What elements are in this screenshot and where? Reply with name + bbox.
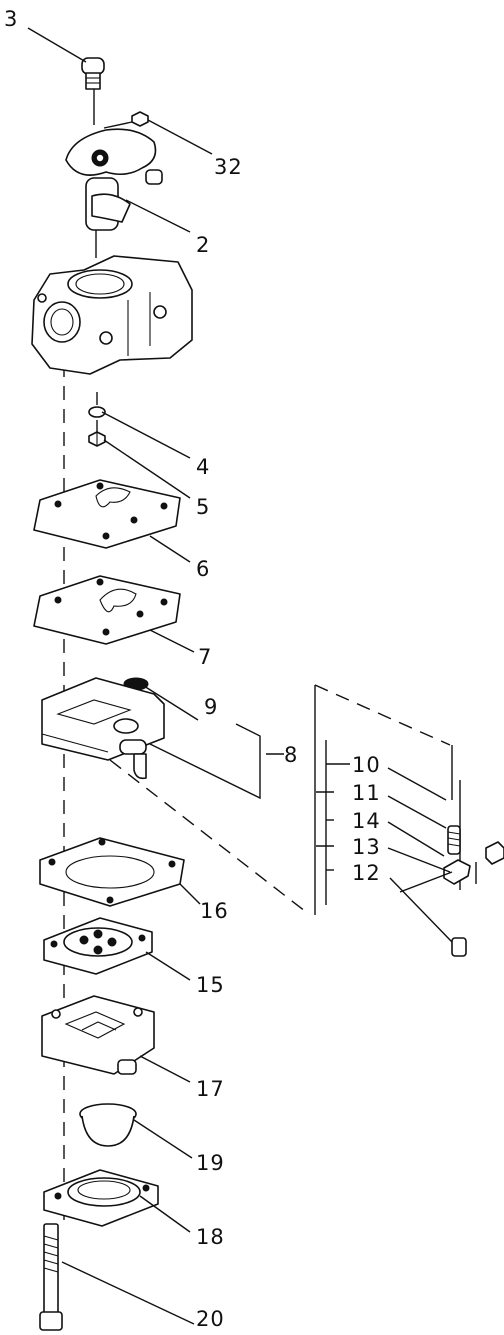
part-fuel-pump-body [41, 677, 165, 780]
label-part-3: 3 [4, 7, 18, 31]
part-carburetor-body [31, 255, 193, 375]
part-gasket-6 [33, 479, 181, 549]
part-gasket-7 [33, 575, 181, 645]
label-part-20: 20 [196, 1307, 225, 1331]
label-part-8: 8 [284, 743, 298, 767]
label-part-19: 19 [196, 1151, 225, 1175]
label-part-5: 5 [196, 495, 210, 519]
part-primer-cover-18 [43, 1169, 159, 1227]
leader-lines [27, 27, 453, 1325]
label-part-9: 9 [204, 695, 218, 719]
part-adjusting-needle-assembly [399, 825, 504, 957]
part-diaphragm-15 [43, 917, 153, 975]
label-part-32: 32 [214, 155, 243, 179]
label-part-18: 18 [196, 1225, 225, 1249]
callout-labels: 3 32 2 4 5 6 7 9 8 10 11 14 13 12 16 15 … [4, 7, 381, 1331]
label-part-14: 14 [352, 809, 381, 833]
label-part-2: 2 [196, 233, 210, 257]
label-part-4: 4 [196, 455, 210, 479]
label-part-12: 12 [352, 861, 381, 885]
label-part-16: 16 [200, 899, 229, 923]
part-screw-3 [81, 57, 105, 90]
label-part-6: 6 [196, 557, 210, 581]
part-screw-5 [88, 431, 106, 447]
part-throttle-lever-2 [65, 121, 163, 231]
label-part-15: 15 [196, 973, 225, 997]
part-primer-bulb-19 [79, 1103, 137, 1147]
part-metering-cover-17 [41, 995, 155, 1075]
label-part-17: 17 [196, 1077, 225, 1101]
label-part-10: 10 [352, 753, 381, 777]
label-part-11: 11 [352, 781, 381, 805]
label-part-13: 13 [352, 835, 381, 859]
part-bolt-20 [39, 1223, 63, 1331]
part-washer-4 [88, 406, 106, 418]
part-nut-32 [131, 111, 149, 127]
label-part-7: 7 [198, 645, 212, 669]
part-gasket-16 [39, 837, 185, 907]
